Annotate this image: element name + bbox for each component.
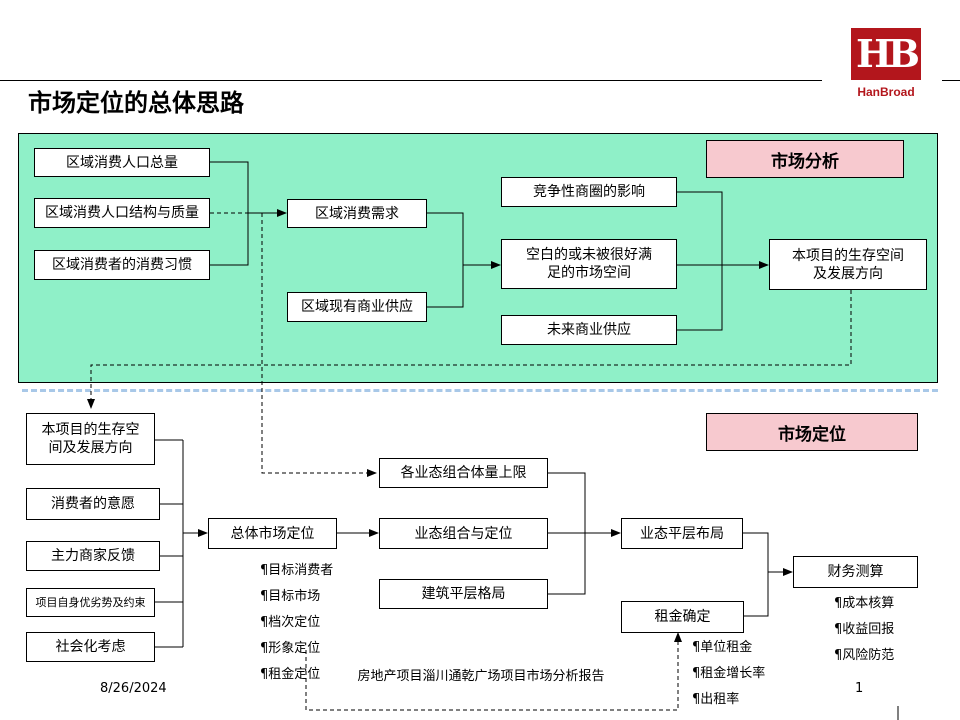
box-existing-supply: 区域现有商业供应 [287,292,427,322]
footer-caption: 房地产项目淄川通乾广场项目市场分析报告 [357,669,605,684]
box-population-total: 区域消费人口总量 [34,148,210,177]
header-rule-right [942,80,960,81]
box-building-layout: 建筑平层格局 [379,579,548,609]
list-item: ¶风险防范 [834,648,895,663]
box-regional-demand: 区域消费需求 [287,199,427,228]
page-number: 1 [855,681,864,696]
box-anchor-feedback: 主力商家反馈 [26,541,160,571]
list-item: ¶成本核算 [834,596,895,611]
box-project-constraints: 项目自身优劣势及约束 [26,588,155,617]
tag-market-analysis: 市场分析 [706,140,904,178]
list-item: ¶目标消费者 [260,563,334,578]
footer-date: 8/26/2024 [100,681,167,696]
box-format-volume-cap: 各业态组合体量上限 [379,458,548,488]
box-financial-calc: 财务测算 [793,556,918,588]
list-item: ¶目标市场 [260,589,321,604]
box-consumer-habits: 区域消费者的消费习惯 [34,250,210,280]
list-item: ¶出租率 [692,692,740,707]
list-item: ¶租金增长率 [692,666,766,681]
box-format-mix: 业态组合与定位 [379,518,548,549]
box-social-factors: 社会化考虑 [26,632,155,662]
section-divider [22,389,938,392]
box-project-direction: 本项目的生存空间及发展方向 [26,413,155,465]
box-unmet-space: 空白的或未被很好满足的市场空间 [501,239,677,289]
list-item: ¶租金定位 [260,667,321,682]
tag-market-positioning: 市场定位 [706,413,918,451]
logo: HB HanBroad [851,28,921,102]
list-item: ¶收益回报 [834,622,895,637]
box-population-structure: 区域消费人口结构与质量 [34,198,210,228]
list-item: ¶形象定位 [260,641,321,656]
list-item: ¶单位租金 [692,640,753,655]
logo-mark: HB [851,28,921,80]
box-project-direction-analysis: 本项目的生存空间及发展方向 [769,239,927,290]
box-format-floor-layout: 业态平层布局 [621,518,743,549]
logo-name: HanBroad [857,85,915,99]
box-overall-positioning: 总体市场定位 [208,518,337,549]
page-title: 市场定位的总体思路 [28,89,244,117]
list-item: ¶档次定位 [260,615,321,630]
box-future-supply: 未来商业供应 [501,315,677,345]
box-consumer-wishes: 消费者的意愿 [26,488,160,520]
box-rent-setting: 租金确定 [621,601,744,633]
box-competition-impact: 竞争性商圈的影响 [501,177,677,207]
header-rule [0,80,822,81]
